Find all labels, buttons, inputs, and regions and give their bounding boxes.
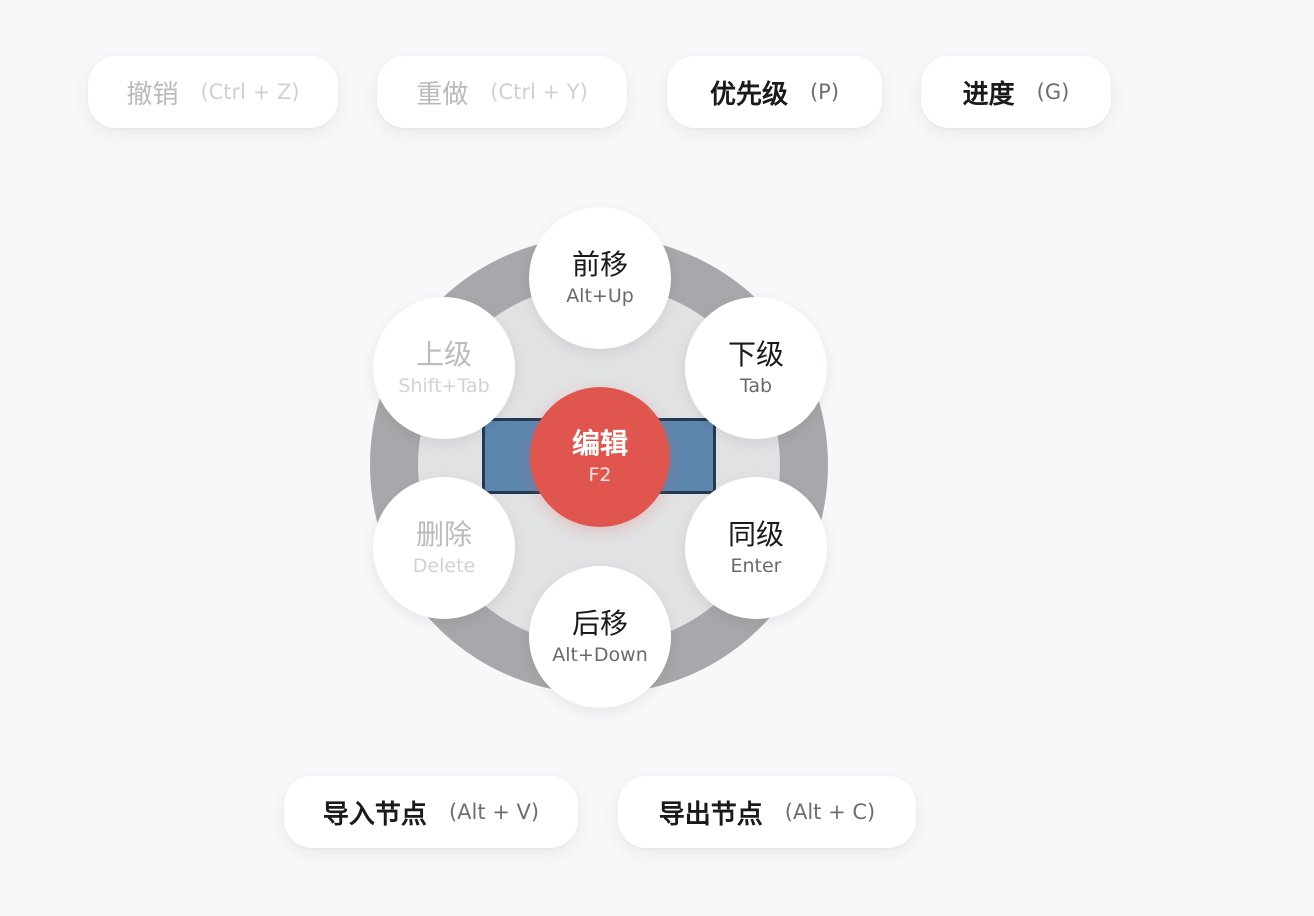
redo-shortcut: (Ctrl + Y) [490,80,588,104]
delete-label: 删除 [415,518,472,551]
move-down-shortcut: Alt+Down [552,644,648,666]
edit-label: 编辑 [571,427,628,460]
export-nodes-shortcut: (Alt + C) [784,800,876,824]
edit-shortcut: F2 [588,464,612,486]
undo-label: 撤销 [126,79,179,110]
delete-shortcut: Delete [412,555,476,577]
sibling-level-button[interactable]: 同级 Enter [685,477,827,619]
redo-label: 重做 [416,79,469,110]
edit-button[interactable]: 编辑 F2 [530,387,670,527]
child-level-button[interactable]: 下级 Tab [685,297,827,439]
progress-button[interactable]: 进度 (G) [921,56,1111,128]
parent-level-shortcut: Shift+Tab [398,375,490,397]
export-nodes-label: 导出节点 [658,799,763,830]
sibling-level-shortcut: Enter [730,555,782,577]
parent-level-button[interactable]: 上级 Shift+Tab [373,297,515,439]
undo-button[interactable]: 撤销 (Ctrl + Z) [88,56,338,128]
redo-button[interactable]: 重做 (Ctrl + Y) [377,56,627,128]
undo-shortcut: (Ctrl + Z) [200,80,300,104]
move-up-shortcut: Alt+Up [566,285,634,307]
import-nodes-shortcut: (Alt + V) [448,800,540,824]
priority-shortcut: (P) [809,80,840,104]
child-level-label: 下级 [727,338,784,371]
progress-label: 进度 [962,79,1015,110]
delete-button[interactable]: 删除 Delete [373,477,515,619]
import-nodes-label: 导入节点 [322,799,427,830]
move-up-button[interactable]: 前移 Alt+Up [529,207,671,349]
move-down-button[interactable]: 后移 Alt+Down [529,566,671,708]
sibling-level-label: 同级 [727,518,784,551]
import-nodes-button[interactable]: 导入节点 (Alt + V) [284,776,578,848]
priority-label: 优先级 [709,79,788,110]
move-up-label: 前移 [571,248,628,281]
move-down-label: 后移 [571,607,628,640]
priority-button[interactable]: 优先级 (P) [667,56,882,128]
child-level-shortcut: Tab [739,375,773,397]
parent-level-label: 上级 [415,338,472,371]
progress-shortcut: (G) [1036,80,1070,104]
export-nodes-button[interactable]: 导出节点 (Alt + C) [618,776,916,848]
